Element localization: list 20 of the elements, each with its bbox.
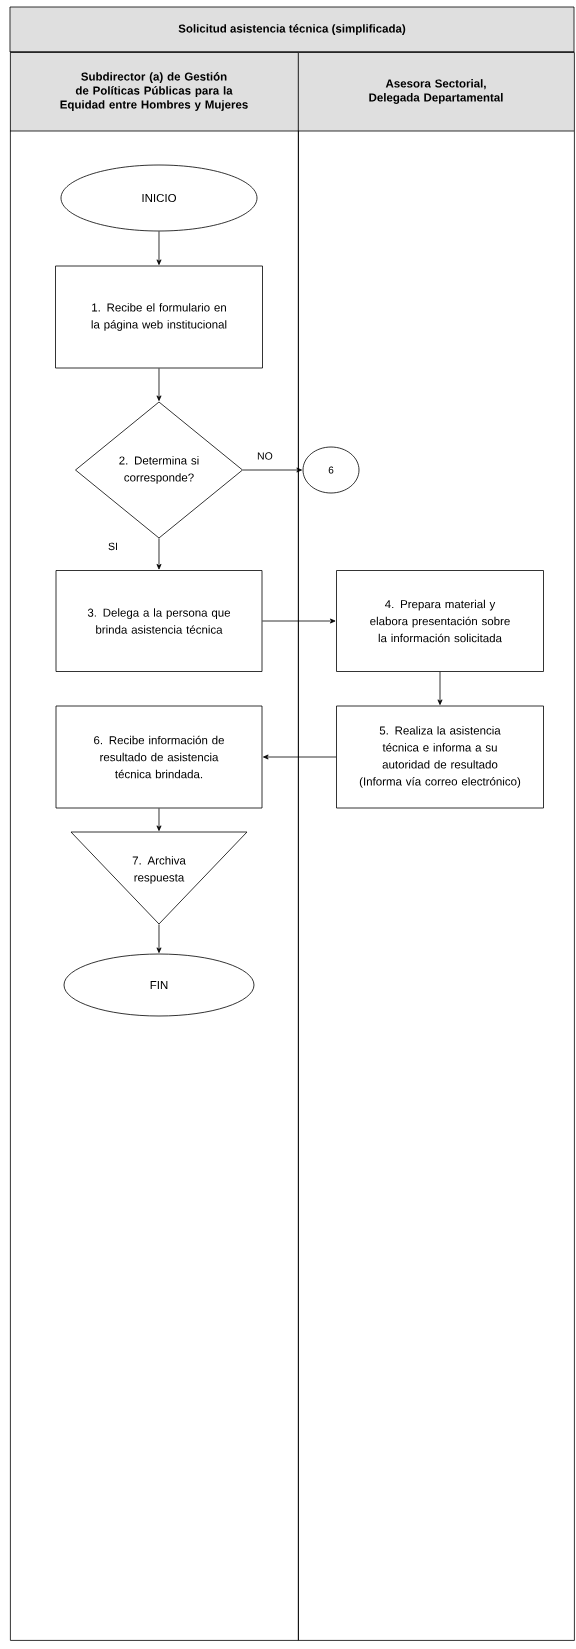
edge-label: NO xyxy=(256,451,274,461)
arrow xyxy=(262,618,336,624)
arrow xyxy=(437,671,443,705)
terminator-oval: INICIO xyxy=(60,164,258,232)
process-box: 1. Recibe el formulario en la página web institucional xyxy=(55,265,263,369)
arrow xyxy=(156,808,162,831)
arrow xyxy=(156,231,162,265)
arrow xyxy=(263,754,337,760)
edge-label: SI xyxy=(107,541,119,552)
arrow xyxy=(156,924,162,953)
archive-triangle: 7. Archiva respuesta xyxy=(70,831,248,925)
process-box: 5. Realiza la asistencia técnica e informa a su autoridad de resultado (Informa vía correo electrónico) xyxy=(336,705,544,809)
arrow xyxy=(242,467,302,473)
arrow xyxy=(156,538,162,570)
arrow xyxy=(156,368,162,401)
title-band: Solicitud asistencia técnica (simplificada) xyxy=(9,6,575,53)
process-box: 6. Recibe información de resultado de asistencia técnica brindada. xyxy=(55,705,263,809)
process-box: 3. Delega a la persona que brinda asistencia técnica xyxy=(55,570,263,672)
process-box: 4. Prepara material y elabora presentación sobre la información solicitada xyxy=(336,570,544,672)
terminator-oval: FIN xyxy=(63,953,255,1017)
